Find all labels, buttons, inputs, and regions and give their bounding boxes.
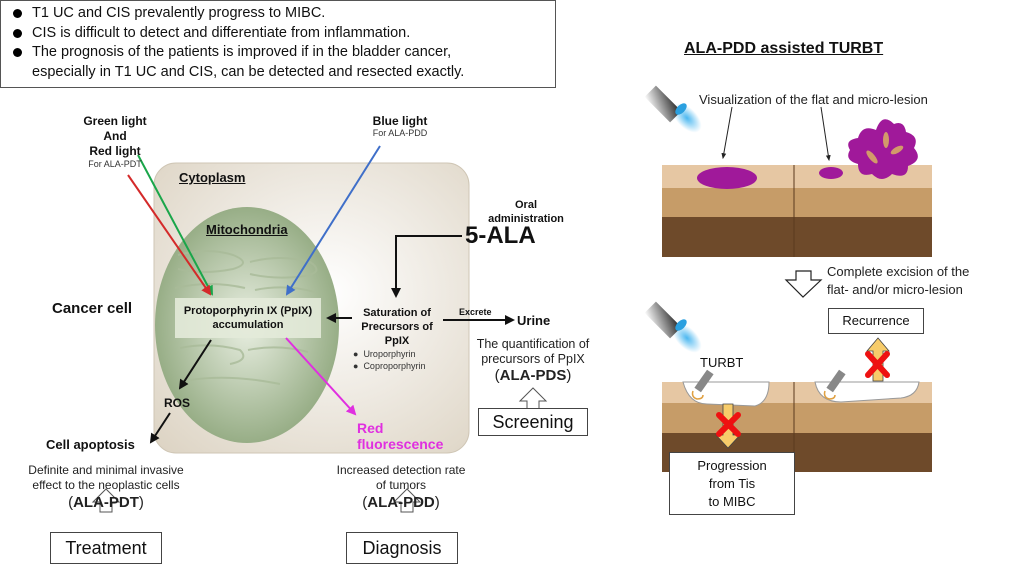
bullet-item: The prognosis of the patients is improve… <box>10 43 555 82</box>
diagnosis-up-arrow <box>392 488 422 513</box>
ppix-label: Protoporphyrin IX (PpIX) accumulation <box>183 305 313 331</box>
screening-box: Screening <box>478 408 588 436</box>
urine-label: Urine <box>517 313 551 328</box>
endoscope-icon <box>644 85 702 133</box>
progression-box: Progression from Tis to MIBC <box>669 452 795 515</box>
ros-to-apoptosis-arrow <box>149 412 171 444</box>
oral-administration-label: Oral administration <box>488 199 564 225</box>
ppix-to-ros-arrow <box>178 339 212 390</box>
treatment-up-arrow <box>91 488 121 513</box>
precursor-item: ● Coproporphyrin <box>353 361 426 371</box>
green-light-arrow <box>137 154 213 296</box>
pointer-micro-lesion <box>820 106 831 162</box>
resectoscope-icon <box>691 369 714 400</box>
turbt-label: TURBT <box>700 355 744 370</box>
saturation-label: Saturation of Precursors of PpIX <box>361 307 433 347</box>
pdd-description: Increased detection rate of tumors (ALA-… <box>336 463 466 511</box>
excrete-label: Excrete <box>459 307 492 317</box>
bullet-dot-icon <box>13 28 22 38</box>
cristae <box>174 250 318 385</box>
blocked-x-icon <box>716 412 741 437</box>
diagnosis-box: Diagnosis <box>346 532 458 564</box>
red-fluorescence-label: Red fluorescence <box>357 420 444 452</box>
pds-description: The quantification of precursors of PpIX… <box>476 337 590 384</box>
endoscope-icon-2 <box>644 301 702 353</box>
ros-label: ROS <box>164 396 191 410</box>
turbt-title: ALA-PDD assisted TURBT <box>684 40 884 57</box>
screening-up-arrow <box>518 387 548 410</box>
resectoscope-icon-2 <box>823 369 846 400</box>
bullet-dot-icon <box>13 9 22 18</box>
tumor-stalks <box>866 132 904 164</box>
precursor-item: ● Uroporphyrin <box>353 349 416 359</box>
red-light-arrow <box>127 174 212 296</box>
cell-apoptosis-label: Cell apoptosis <box>46 437 135 452</box>
excision-down-arrow <box>784 270 823 298</box>
five-ala-label: 5-ALA <box>465 222 536 249</box>
fluorescence-arrow <box>285 337 357 416</box>
pdt-description: Definite and minimal invasive effect to … <box>28 463 184 511</box>
bullet-item: CIS is difficult to detect and different… <box>10 24 555 44</box>
tumor-lesions <box>697 119 918 189</box>
cancer-cell-label: Cancer cell <box>52 300 133 317</box>
blocked-x-icon-2 <box>865 351 890 378</box>
recurrence-box: Recurrence <box>828 308 924 334</box>
ppix-box <box>175 298 321 338</box>
treatment-box: Treatment <box>50 532 162 564</box>
blue-light-label: Blue light For ALA-PDD <box>372 114 428 138</box>
precursor-list: ● Uroporphyrin ● Coproporphyrin <box>353 348 425 372</box>
blue-light-arrow <box>285 145 381 296</box>
excision-label: Complete excision of the flat- and/or mi… <box>827 264 970 297</box>
visualization-label: Visualization of the flat and micro-lesi… <box>699 92 928 107</box>
cytoplasm-label: Cytoplasm <box>179 170 246 185</box>
bullet-item: T1 UC and CIS prevalently progress to MI… <box>10 4 555 24</box>
oral-ala-arrow <box>391 235 462 298</box>
mitochondria-label: Mitochondria <box>206 222 288 237</box>
pointer-flat-lesion <box>721 106 733 160</box>
green-red-light-label: Green light And Red light For ALA-PDT <box>83 114 147 169</box>
bullet-dot-icon <box>13 48 22 57</box>
summary-bullet-box: T1 UC and CIS prevalently progress to MI… <box>0 0 556 88</box>
